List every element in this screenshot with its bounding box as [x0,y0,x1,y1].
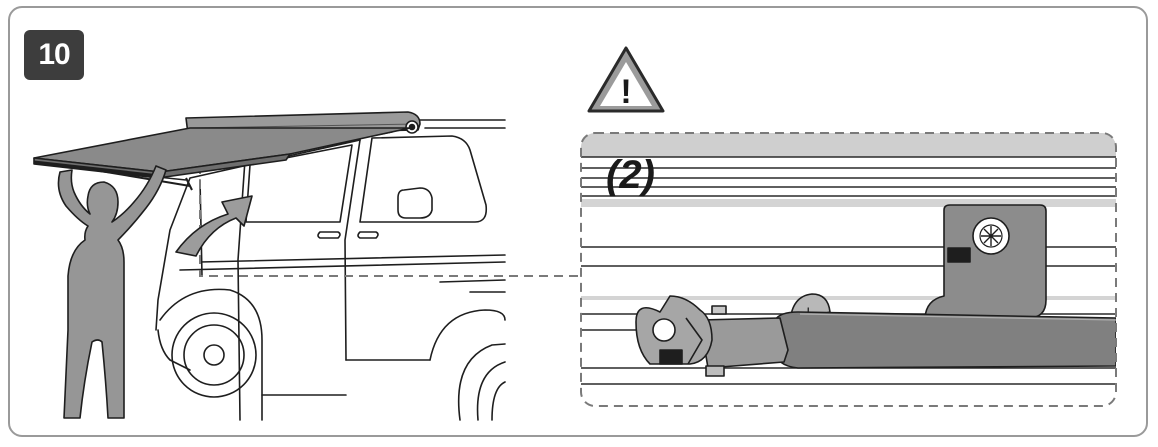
detail-reference-label: (2) [606,153,655,197]
callout-leader-lines [199,165,581,277]
detail-panel-dashed-border [580,132,1117,407]
awning-illustration [33,111,421,191]
detail-zoom-panel: L (2) [580,132,1117,407]
warning-triangle-icon: ! [587,46,665,113]
warning-exclamation-mark: ! [620,73,631,111]
step-number-badge: 10 [24,30,84,80]
bracket-side-mark: L [807,306,813,316]
push-direction-arrow-icon [175,195,253,257]
wall-mount-bracket [924,204,1047,319]
awning-arm: L [635,293,1116,377]
person-silhouette [57,165,167,419]
